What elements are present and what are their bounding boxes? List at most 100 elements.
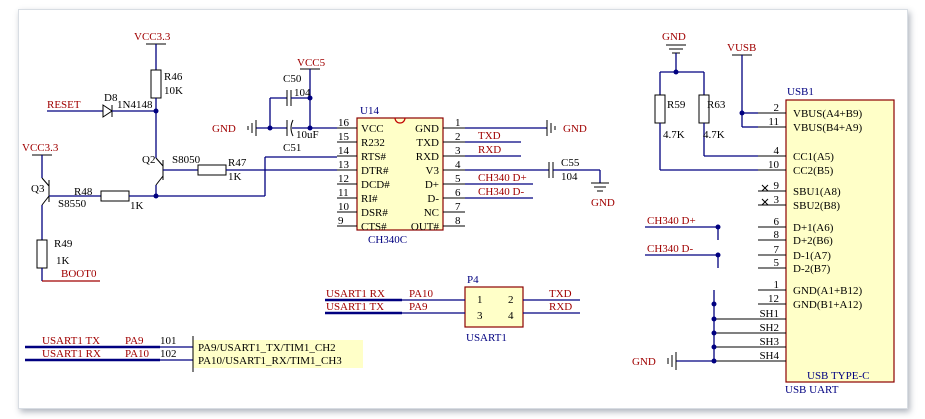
rxd-net-label: RXD: [478, 144, 501, 156]
usart1-tx-label-a: USART1 TX: [326, 301, 384, 313]
usb-dp-label: CH340 D+: [647, 215, 696, 227]
mcu-pa10-label: PA10: [125, 348, 150, 360]
u14-left-pin-num: 12: [338, 173, 349, 185]
u14-left-pin-name: RTS#: [361, 151, 387, 163]
usb1-ref: USB1: [787, 86, 814, 98]
r63-resistor: R63 4.7K: [698, 72, 758, 157]
q2-transistor: Q2 S8050: [142, 154, 201, 196]
q2-val: S8050: [172, 154, 201, 166]
u14-right-pin-num: 1: [455, 117, 461, 129]
u14-txd-net: TXD: [465, 130, 521, 143]
usb1-pin-num: 12: [768, 293, 779, 305]
usb-dm-label: CH340 D-: [647, 243, 693, 255]
schematic-frame: [18, 9, 908, 409]
u14-left-pin-name: RI#: [361, 193, 378, 205]
vcc5-label: VCC5: [297, 57, 326, 69]
usb1-pin-num: SH2: [759, 322, 779, 334]
u14-left-pin-num: 10: [338, 201, 350, 213]
u14-dp-net: CH340 D+: [465, 172, 533, 185]
vusb-label: VUSB: [727, 42, 756, 54]
u14-dm-net: CH340 D-: [465, 186, 533, 199]
d8-diode: RESET D8 1N4148: [47, 92, 156, 118]
usart1-rx-label-a: USART1 RX: [326, 288, 385, 300]
usb1-pin-num: SH4: [759, 350, 779, 362]
p4-name: USART1: [466, 332, 507, 344]
u14-left-pin-num: 15: [338, 131, 350, 143]
usb1-pin-name: D-2(B7): [793, 263, 831, 275]
u14-left-pin-num: 16: [338, 117, 350, 129]
usb1-pin-name: GND(B1+A12): [793, 299, 862, 311]
usb1-pin-num: SH3: [759, 336, 779, 348]
vcc33-top-label: VCC3.3: [134, 31, 171, 43]
q3-ref: Q3: [31, 183, 45, 195]
usb1-pin-name: CC2(B5): [793, 165, 834, 177]
u14-right-pin-num: 6: [455, 187, 461, 199]
usb1-name: USB UART: [785, 384, 839, 396]
gnd-usb-top-label: GND: [662, 31, 686, 43]
usb1-pin-num: 10: [768, 159, 780, 171]
usb1-pin-name: SBU2(B8): [793, 200, 840, 212]
usart1-rx-label-b: USART1 RX: [42, 348, 101, 360]
c55-ref: C55: [561, 157, 580, 169]
usb-dm-net: CH340 D-: [645, 243, 721, 268]
usb1-pin-num: 9: [774, 180, 780, 192]
u14-right-pin-name: TXD: [416, 137, 439, 149]
u14-right-pin-num: 4: [455, 159, 461, 171]
p4-rxd-label: RXD: [549, 301, 572, 313]
usb1-pin-name: D+1(A6): [793, 222, 834, 234]
p4-txd-label: TXD: [549, 288, 572, 300]
usb1-pin-num: 11: [768, 116, 779, 128]
p4-ref: P4: [467, 274, 479, 286]
usb1-pin-num: SH1: [759, 308, 779, 320]
usb1-pin-num: 4: [774, 145, 780, 157]
gnd-u14-label: GND: [563, 123, 587, 135]
c51-ref: C51: [283, 142, 301, 154]
usb1-pin-num: 1: [774, 279, 780, 291]
gnd-c50-label: GND: [212, 123, 236, 135]
vcc33-top-power: VCC3.3: [134, 31, 171, 70]
usb1-pin-name: D+2(B6): [793, 235, 833, 247]
q2-ref: Q2: [142, 154, 155, 166]
mcu-pa9-label: PA9: [125, 335, 144, 347]
p4-pin1: 1: [477, 294, 483, 306]
r46-resistor: R46 10K: [150, 69, 183, 158]
u14-right-pin-name: D-: [427, 193, 439, 205]
usb1-pin-num: 7: [774, 244, 780, 256]
vcc33-left-power: VCC3.3: [22, 142, 59, 178]
usb1-pin-name: VBUS(B4+A9): [793, 122, 862, 134]
r46-val: 10K: [164, 85, 183, 97]
gnd-c55-label: GND: [591, 197, 615, 209]
u14-right-pin-name: D+: [425, 179, 439, 191]
usb1-pin-name: D-1(A7): [793, 250, 831, 262]
q3-transistor: Q3 S8550: [31, 177, 101, 240]
gnd-usb-bottom-label: GND: [632, 356, 656, 368]
p4-pa10-label: PA10: [409, 288, 434, 300]
boot0-net-label: BOOT0: [61, 268, 97, 280]
p4-pin2: 2: [508, 294, 514, 306]
q3-val: S8550: [58, 198, 87, 210]
u14-rxd-net: RXD: [465, 144, 521, 157]
u14-right-pin-name: OUT#: [411, 221, 440, 233]
usb-dp-net: CH340 D+: [645, 215, 721, 240]
u14-right-pin-num: 8: [455, 215, 461, 227]
r59-ref: R59: [667, 99, 686, 111]
u14-left-pin-num: 14: [338, 145, 350, 157]
vusb-power: VUSB: [727, 42, 758, 128]
r46-ref: R46: [164, 71, 183, 83]
usb1-pin-name: CC1(A5): [793, 151, 834, 163]
r48-val: 1K: [130, 200, 144, 212]
vcc33-left-label: VCC3.3: [22, 142, 59, 154]
c55-capacitor: C55 104 GND: [465, 157, 615, 209]
c50-capacitor: C50 104: [270, 73, 313, 106]
usb1-type: USB TYPE-C: [807, 370, 869, 382]
u14-left-pin-name: DTR#: [361, 165, 389, 177]
r49-val: 1K: [56, 255, 70, 267]
u14-right-pin-num: 3: [455, 145, 461, 157]
usb1-pin-num: 8: [774, 229, 780, 241]
r47-ref: R47: [228, 157, 247, 169]
d8-val: 1N4148: [117, 99, 153, 111]
gnd-c50-symbol: GND: [212, 120, 257, 136]
ch340-dm-label: CH340 D-: [478, 186, 524, 198]
d8-ref: D8: [104, 92, 118, 104]
